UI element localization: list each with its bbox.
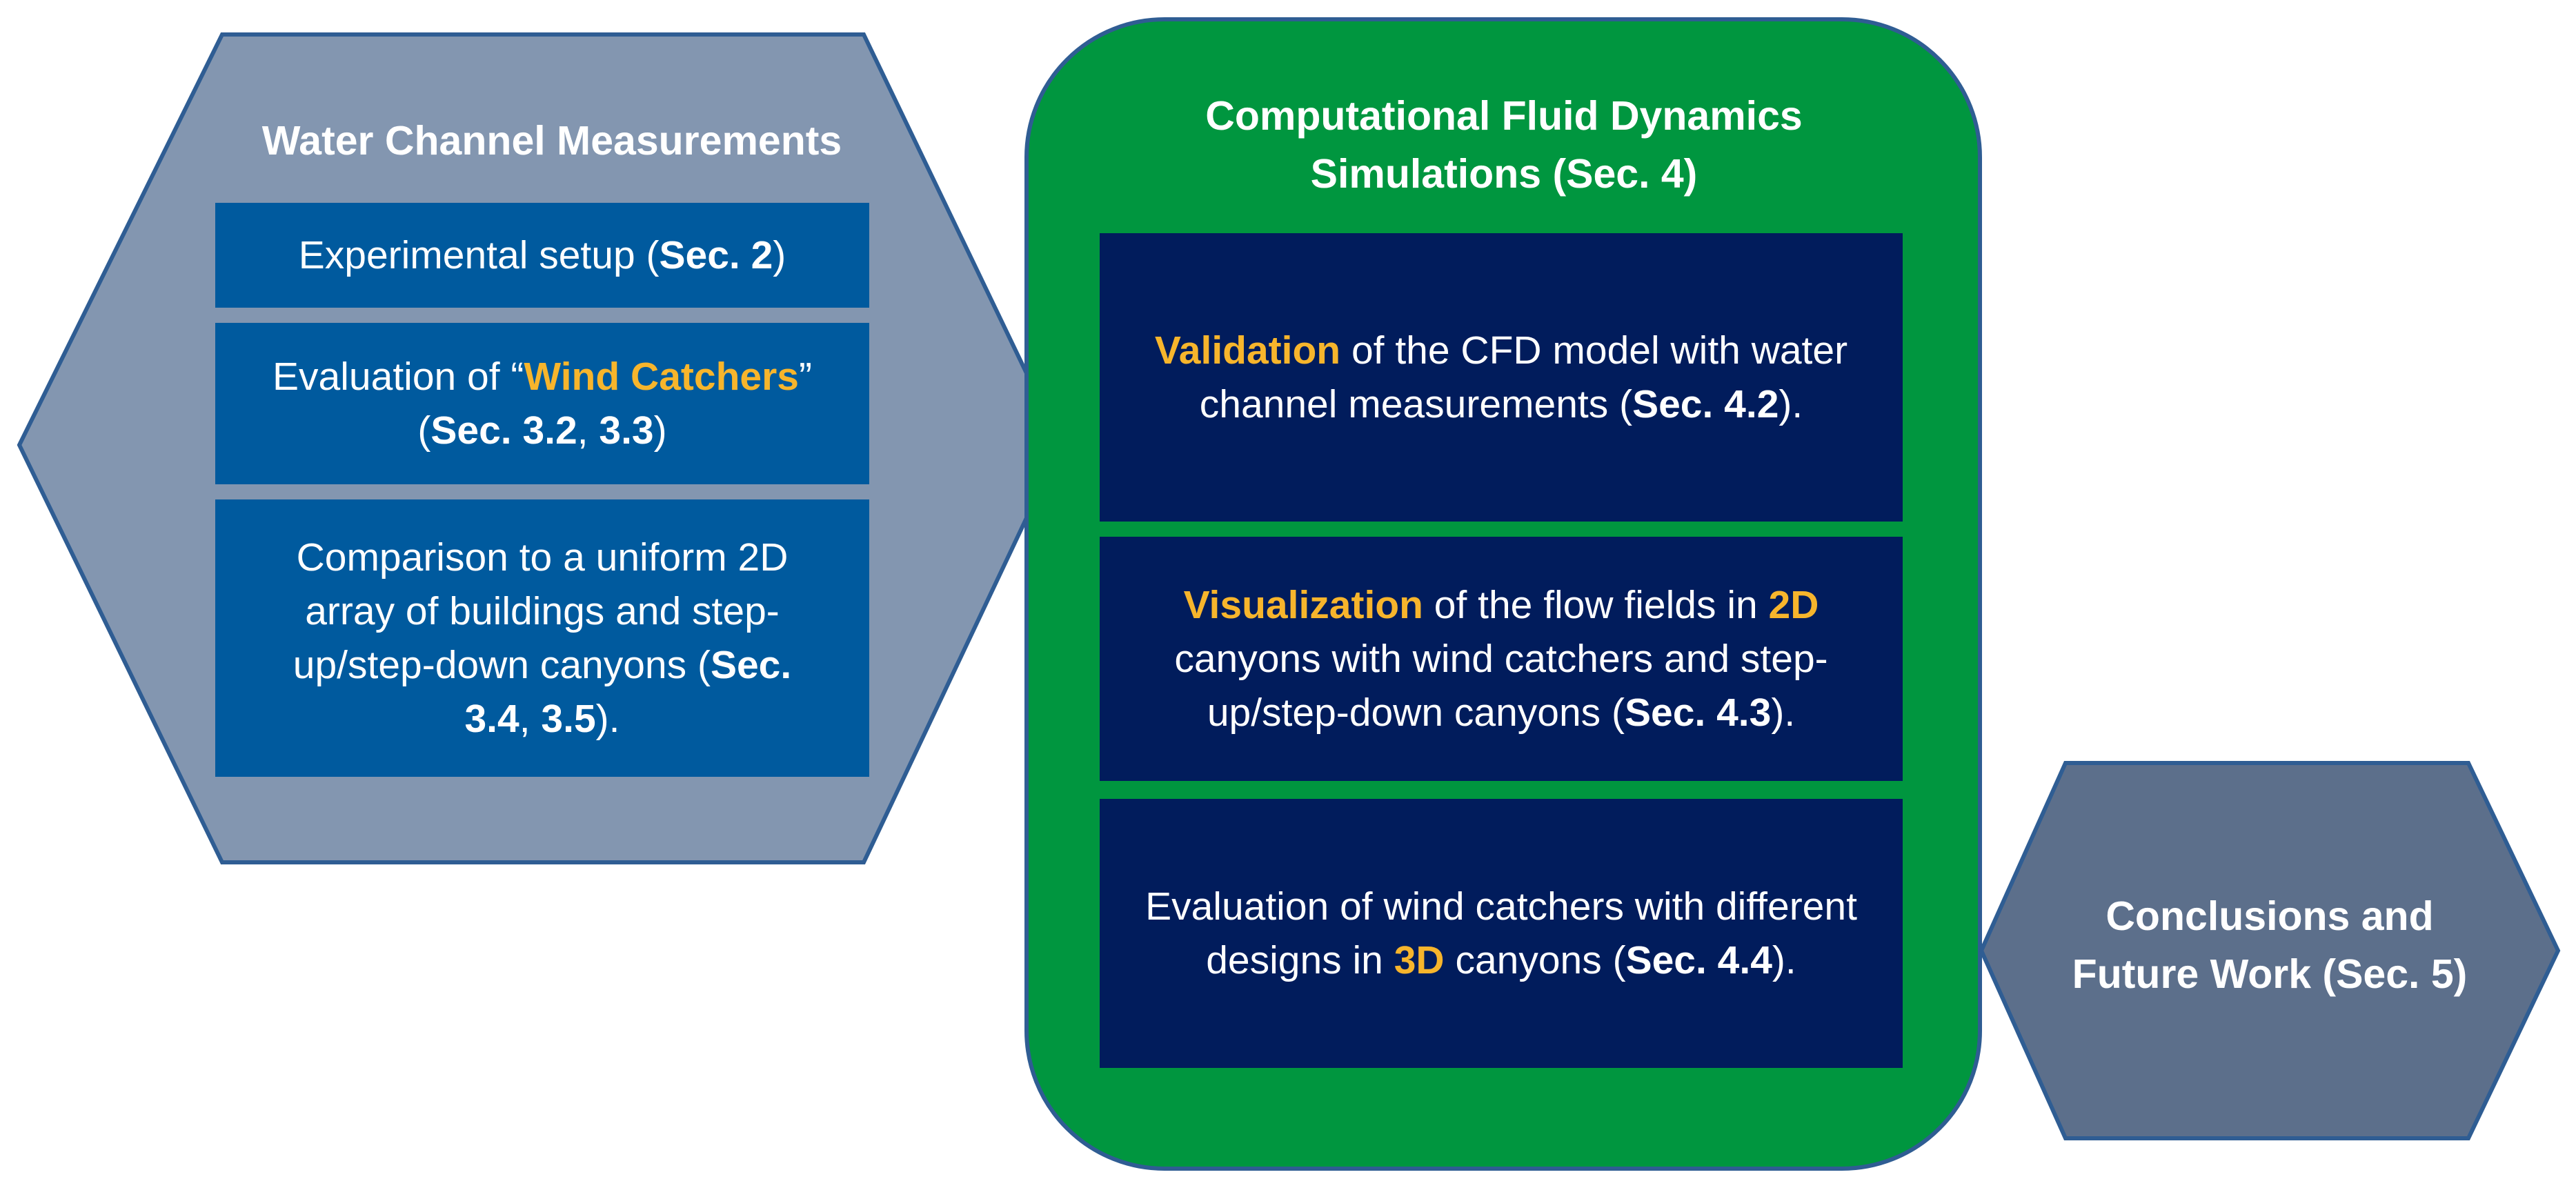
- left-box2-section2: 3.3: [599, 408, 654, 453]
- center-box1-line1: Validation of the CFD model with water: [1155, 324, 1847, 377]
- left-box-experimental-setup: Experimental setup (Sec. 2): [215, 203, 869, 308]
- left-box1-text-end: ): [773, 233, 786, 277]
- center-box1-text: of the CFD model with water: [1340, 328, 1848, 373]
- center-title: Computational Fluid Dynamics Simulations…: [1076, 87, 1932, 203]
- left-box3-comma: ,: [519, 697, 542, 741]
- right-hexagon: [1979, 761, 2561, 1140]
- left-box3-line1: Comparison to a uniform 2D: [296, 535, 789, 579]
- center-title-line1: Computational Fluid Dynamics: [1205, 93, 1803, 139]
- center-box3-line1: Evaluation of wind catchers with differe…: [1145, 884, 1857, 929]
- center-box2-section: Sec. 4.3: [1625, 691, 1772, 735]
- center-box2-line3: up/step-down canyons (Sec. 4.3).: [1174, 686, 1827, 740]
- left-box3-text: up/step-down canyons (: [293, 643, 711, 687]
- left-box3-line2: array of buildings and step-: [305, 589, 780, 633]
- left-box1-text: Experimental setup (: [298, 233, 660, 277]
- center-box3-end: ).: [1772, 938, 1796, 982]
- left-box2-quote: ”: [798, 355, 812, 399]
- left-box3-section1: 3.4: [464, 697, 519, 741]
- center-box1-end: ).: [1779, 382, 1803, 426]
- left-box-comparison: Comparison to a uniform 2D array of buil…: [215, 499, 869, 777]
- center-box1-section: Sec. 4.2: [1632, 382, 1779, 426]
- left-box2-paren-end: ): [653, 408, 667, 453]
- center-box2-highlight: Visualization: [1183, 583, 1423, 627]
- center-box2-text: of the flow fields in: [1423, 583, 1769, 627]
- left-box2-line2: (Sec. 3.2, 3.3): [273, 404, 812, 457]
- center-box-validation: Validation of the CFD model with water c…: [1100, 233, 1903, 522]
- left-box2-paren: (: [417, 408, 431, 453]
- center-box2-text3: up/step-down canyons (: [1207, 691, 1625, 735]
- center-box2-line1: Visualization of the flow fields in 2D: [1174, 578, 1827, 632]
- left-box2-highlight: Wind Catchers: [524, 355, 799, 399]
- center-box3-text3: canyons (: [1444, 938, 1626, 982]
- left-box-wind-catchers: Evaluation of “Wind Catchers” (Sec. 3.2,…: [215, 323, 869, 484]
- left-box2-section1: Sec. 3.2: [430, 408, 577, 453]
- left-title: Water Channel Measurements: [261, 118, 842, 164]
- left-box3-section2: 3.5: [541, 697, 596, 741]
- center-box-evaluation-3d: Evaluation of wind catchers with differe…: [1100, 799, 1903, 1068]
- left-box3-end: ).: [595, 697, 620, 741]
- right-title: Conclusions and Future Work (Sec. 5): [2001, 887, 2539, 1003]
- center-box1-line2: channel measurements (Sec. 4.2).: [1155, 377, 1847, 431]
- center-title-line2: Simulations (Sec. 4): [1310, 151, 1698, 197]
- left-box2-text: Evaluation of “: [273, 355, 524, 399]
- right-title-line2: Future Work (Sec. 5): [2072, 951, 2468, 997]
- left-box1-section: Sec. 2: [659, 233, 773, 277]
- right-title-line1: Conclusions and: [2106, 893, 2434, 939]
- center-box3-line2: designs in 3D canyons (Sec. 4.4).: [1145, 933, 1857, 987]
- center-box1-text2: channel measurements (: [1199, 382, 1633, 426]
- left-box3-line3: up/step-down canyons (Sec.: [293, 638, 791, 692]
- center-box2-highlight-2d: 2D: [1768, 583, 1819, 627]
- center-box-visualization: Visualization of the flow fields in 2D c…: [1100, 537, 1903, 781]
- center-box2-line2: canyons with wind catchers and step-: [1174, 637, 1828, 681]
- left-box2-comma: ,: [577, 408, 600, 453]
- center-box2-end: ).: [1771, 691, 1796, 735]
- center-box3-section: Sec. 4.4: [1625, 938, 1772, 982]
- left-box3-line4: 3.4, 3.5).: [293, 692, 791, 746]
- left-box2-line1: Evaluation of “Wind Catchers”: [273, 350, 812, 404]
- center-box3-text2: designs in: [1206, 938, 1394, 982]
- center-box1-highlight: Validation: [1154, 328, 1341, 373]
- center-box3-highlight: 3D: [1394, 938, 1445, 982]
- left-box3-sec: Sec.: [710, 643, 792, 687]
